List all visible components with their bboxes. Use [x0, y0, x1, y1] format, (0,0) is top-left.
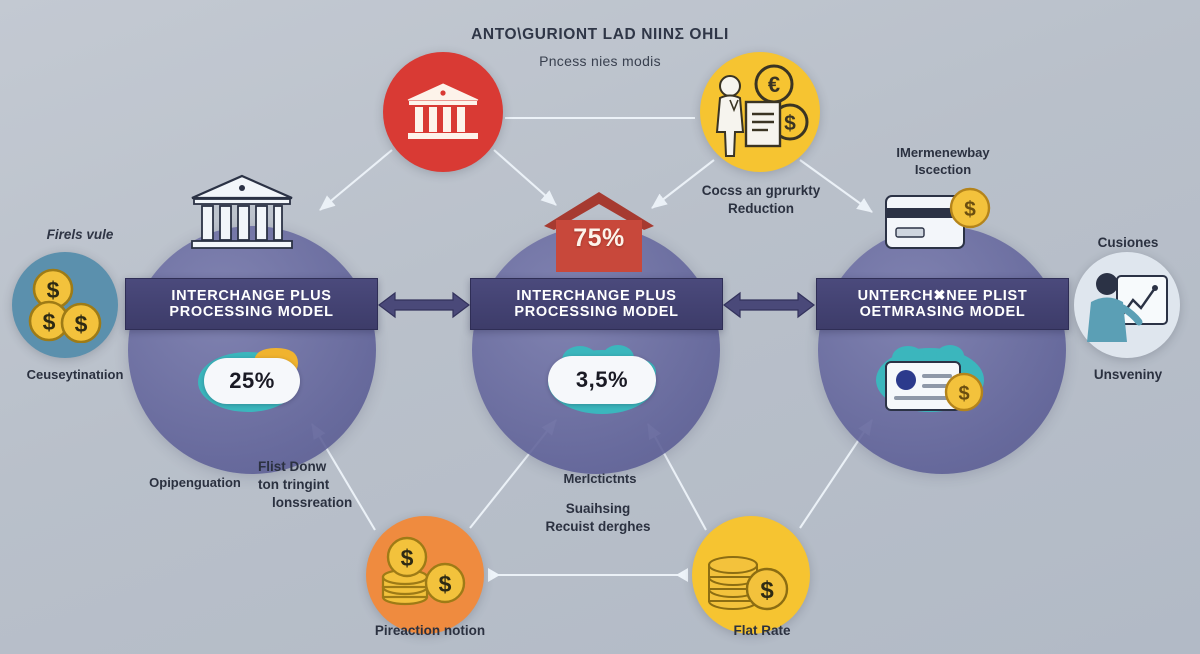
caption-bottom-yellow: Flat Rate	[733, 623, 791, 638]
caption-lower-left-multi-line1: Flist Donw	[258, 459, 327, 474]
svg-text:$: $	[958, 383, 969, 405]
node-bank[interactable]	[383, 52, 503, 172]
node-coins-orange[interactable]: $ $	[366, 516, 484, 634]
svg-text:€: €	[768, 72, 780, 97]
svg-text:$: $	[784, 112, 796, 135]
node-person-chart[interactable]	[1074, 252, 1180, 358]
banner-left-line2: PROCESSING MODEL	[169, 304, 334, 320]
caption-right-top-line2: Iscection	[914, 162, 972, 178]
title-secondary: Pncess nies modis	[539, 53, 661, 69]
banner-right[interactable]: UNTERCH✖NEE PLIST OETMRASING MODEL	[816, 278, 1069, 330]
svg-text:$: $	[439, 571, 452, 597]
caption-document-node-line1: Cocss an gprurkty	[701, 183, 821, 198]
caption-right-top: IMermenewbay Iscection	[862, 144, 1024, 178]
coin-stack-icon: $ $ $	[28, 268, 102, 343]
svg-text:$: $	[964, 198, 976, 221]
center-percentage-pill: 3,5%	[548, 356, 656, 404]
left-percentage-pill: 25%	[204, 358, 300, 404]
caption-lower-left-multi-line3: lonssreation	[272, 494, 353, 510]
bank-columns-icon	[191, 174, 293, 249]
banner-center-line1: INTERCHANGE PLUS	[516, 287, 677, 304]
svg-text:$: $	[47, 277, 60, 303]
caption-lower-left: Opipenguation	[149, 475, 241, 490]
caption-lower-center-multi-line2: Recuist derghes	[545, 518, 651, 534]
node-coin-stack[interactable]: $ $ $	[12, 252, 118, 358]
id-card-icon: $	[876, 345, 984, 412]
arrow-left-center	[378, 291, 470, 319]
caption-lower-left-multi-line2: ton tringint	[258, 476, 330, 492]
caption-far-left-bottom: Ceuseytinatıion	[26, 367, 124, 382]
caption-lower-left-multi: Flist Donw ton tringint lonssreation	[258, 458, 408, 511]
banner-center-line2: PROCESSING MODEL	[514, 304, 679, 320]
node-coin-pile[interactable]: $	[692, 516, 810, 634]
center-percentage-value: 3,5%	[575, 367, 629, 392]
bank-icon	[407, 83, 479, 139]
caption-bottom-orange: Pireaction notion	[374, 623, 486, 638]
coins-orange-icon: $ $	[381, 536, 466, 606]
svg-text:$: $	[760, 577, 774, 604]
banner-right-line2: OETMRASING MODEL	[859, 304, 1026, 320]
banner-left[interactable]: INTERCHANGE PLUS PROCESSING MODEL	[125, 278, 378, 330]
node-document-euro[interactable]: € $	[700, 52, 820, 172]
svg-text:$: $	[43, 309, 56, 335]
title-primary: ANTO\GURIONT LAD NIINƩ OHLI	[471, 26, 729, 43]
house-percentage: 75%	[573, 223, 625, 252]
caption-right-top-line1: IMermenewbay	[896, 145, 990, 160]
caption-lower-center-multi-line1: Suaihsing	[565, 501, 631, 516]
coin-pile-icon: $	[708, 556, 789, 611]
person-chart-icon	[1087, 273, 1168, 342]
caption-far-right-top: Cusiones	[1097, 235, 1159, 250]
card-coin-icon: $	[885, 187, 991, 249]
caption-far-right-bottom: Unsveniny	[1093, 367, 1163, 382]
svg-text:$: $	[75, 311, 88, 337]
banner-left-line1: INTERCHANGE PLUS	[171, 287, 332, 304]
caption-far-left-top: Firels vule	[46, 227, 114, 242]
caption-lower-center: MerIctictnts	[563, 471, 637, 486]
banner-right-line1: UNTERCH✖NEE PLIST	[857, 287, 1028, 304]
arrow-center-right	[723, 291, 815, 319]
caption-document-node: Cocss an gprurkty Reduction	[672, 182, 850, 218]
document-euro-icon: € $	[715, 64, 809, 157]
caption-lower-center-multi: Suaihsing Recuist derghes	[512, 500, 684, 536]
house-icon	[544, 192, 654, 272]
left-percentage-value: 25%	[229, 368, 275, 393]
node-disc-left[interactable]	[128, 226, 376, 474]
caption-document-node-line2: Reduction	[728, 200, 794, 216]
svg-text:$: $	[401, 545, 414, 571]
banner-center[interactable]: INTERCHANGE PLUS PROCESSING MODEL	[470, 278, 723, 330]
diagram-title: ANTO\GURIONT LAD NIINƩ OHLI Pncess nies …	[420, 26, 780, 69]
